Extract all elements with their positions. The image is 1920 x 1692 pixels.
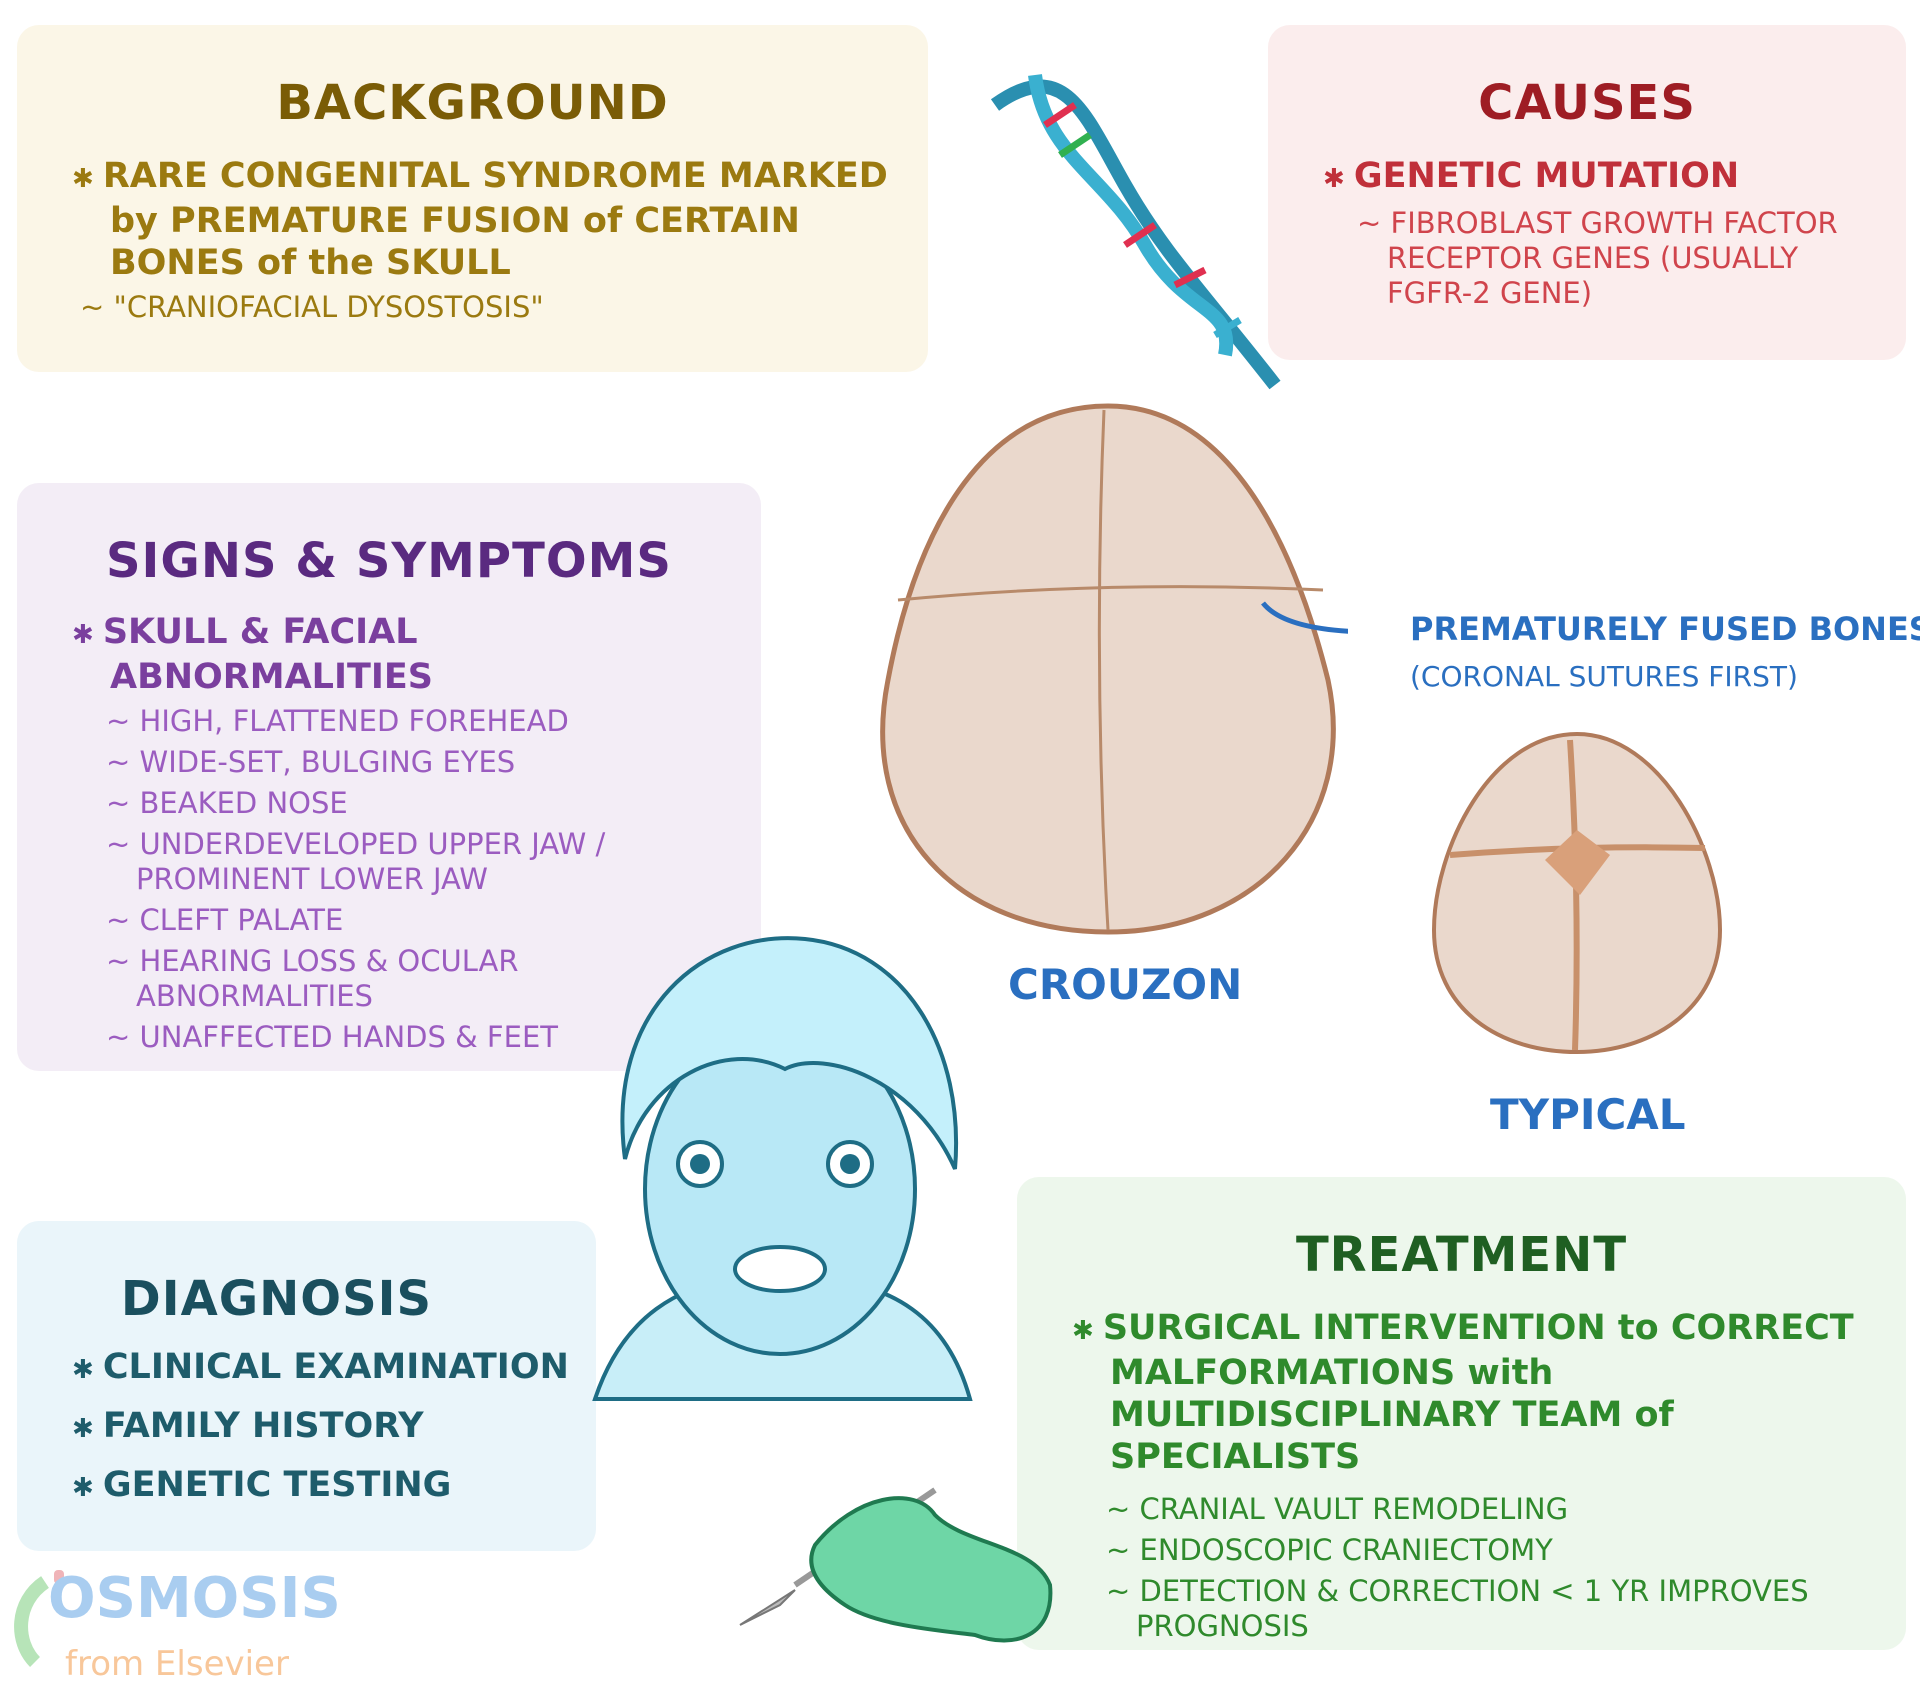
treatment-sub: DETECTION & CORRECTION < 1 YR IMPROVES P… xyxy=(1072,1574,1862,1644)
treatment-sub: ENDOSCOPIC CRANIECTOMY xyxy=(1072,1533,1862,1568)
osmosis-logo: OSMOSIS from Elsevier xyxy=(10,1562,341,1690)
child-face-illustration xyxy=(592,936,973,1401)
diagnosis-panel: DIAGNOSIS CLINICAL EXAMINATION FAMILY HI… xyxy=(17,1221,596,1551)
typical-skull-illustration xyxy=(1431,731,1723,1055)
osmosis-logo-name: OSMOSIS xyxy=(48,1566,341,1631)
fused-bones-sublabel: (CORONAL SUTURES FIRST) xyxy=(1410,660,1798,693)
signs-panel: SIGNS & SYMPTOMS SKULL & FACIAL ABNORMAL… xyxy=(17,483,761,1071)
background-sub: "CRANIOFACIAL DYSOSTOSIS" xyxy=(72,290,892,325)
diagnosis-point: FAMILY HISTORY xyxy=(72,1405,569,1450)
signs-point: SKULL & FACIAL ABNORMALITIES xyxy=(72,611,732,698)
background-title: BACKGROUND xyxy=(276,75,669,131)
treatment-title: TREATMENT xyxy=(1295,1227,1628,1283)
background-point: RARE CONGENITAL SYNDROME MARKED by PREMA… xyxy=(72,155,892,284)
causes-point: GENETIC MUTATION xyxy=(1323,155,1883,200)
background-panel: BACKGROUND RARE CONGENITAL SYNDROME MARK… xyxy=(17,25,928,372)
diagnosis-title: DIAGNOSIS xyxy=(120,1271,433,1327)
crouzon-label: CROUZON xyxy=(1008,960,1243,1009)
signs-sub: UNAFFECTED HANDS & FEET xyxy=(72,1020,732,1055)
causes-panel: CAUSES GENETIC MUTATION FIBROBLAST GROWT… xyxy=(1268,25,1906,360)
signs-sub: WIDE-SET, BULGING EYES xyxy=(72,745,732,780)
gloved-hand-scalpel-illustration xyxy=(739,1487,1053,1643)
signs-sub: UNDERDEVELOPED UPPER JAW / PROMINENT LOW… xyxy=(72,827,616,897)
signs-sub: HIGH, FLATTENED FOREHEAD xyxy=(72,704,732,739)
typical-label: TYPICAL xyxy=(1490,1090,1686,1139)
diagnosis-point: GENETIC TESTING xyxy=(72,1464,569,1509)
signs-sub: CLEFT PALATE xyxy=(72,903,732,938)
causes-title: CAUSES xyxy=(1478,75,1696,131)
causes-sub: FIBROBLAST GROWTH FACTOR RECEPTOR GENES … xyxy=(1323,206,1883,311)
treatment-point: SURGICAL INTERVENTION to CORRECT MALFORM… xyxy=(1072,1307,1862,1478)
diagnosis-point: CLINICAL EXAMINATION xyxy=(72,1346,569,1391)
signs-sub: BEAKED NOSE xyxy=(72,786,732,821)
crouzon-skull-illustration xyxy=(880,403,1348,935)
treatment-panel: TREATMENT SURGICAL INTERVENTION to CORRE… xyxy=(1017,1177,1906,1650)
signs-title: SIGNS & SYMPTOMS xyxy=(105,533,672,589)
osmosis-logo-arc-icon xyxy=(14,1570,64,1667)
osmosis-logo-tagline: from Elsevier xyxy=(65,1644,289,1684)
fused-bones-label: PREMATURELY FUSED BONES xyxy=(1410,610,1920,648)
dna-helix-illustration xyxy=(990,74,1281,390)
signs-sub: HEARING LOSS & OCULAR ABNORMALITIES xyxy=(72,944,556,1014)
treatment-sub: CRANIAL VAULT REMODELING xyxy=(1072,1492,1862,1527)
